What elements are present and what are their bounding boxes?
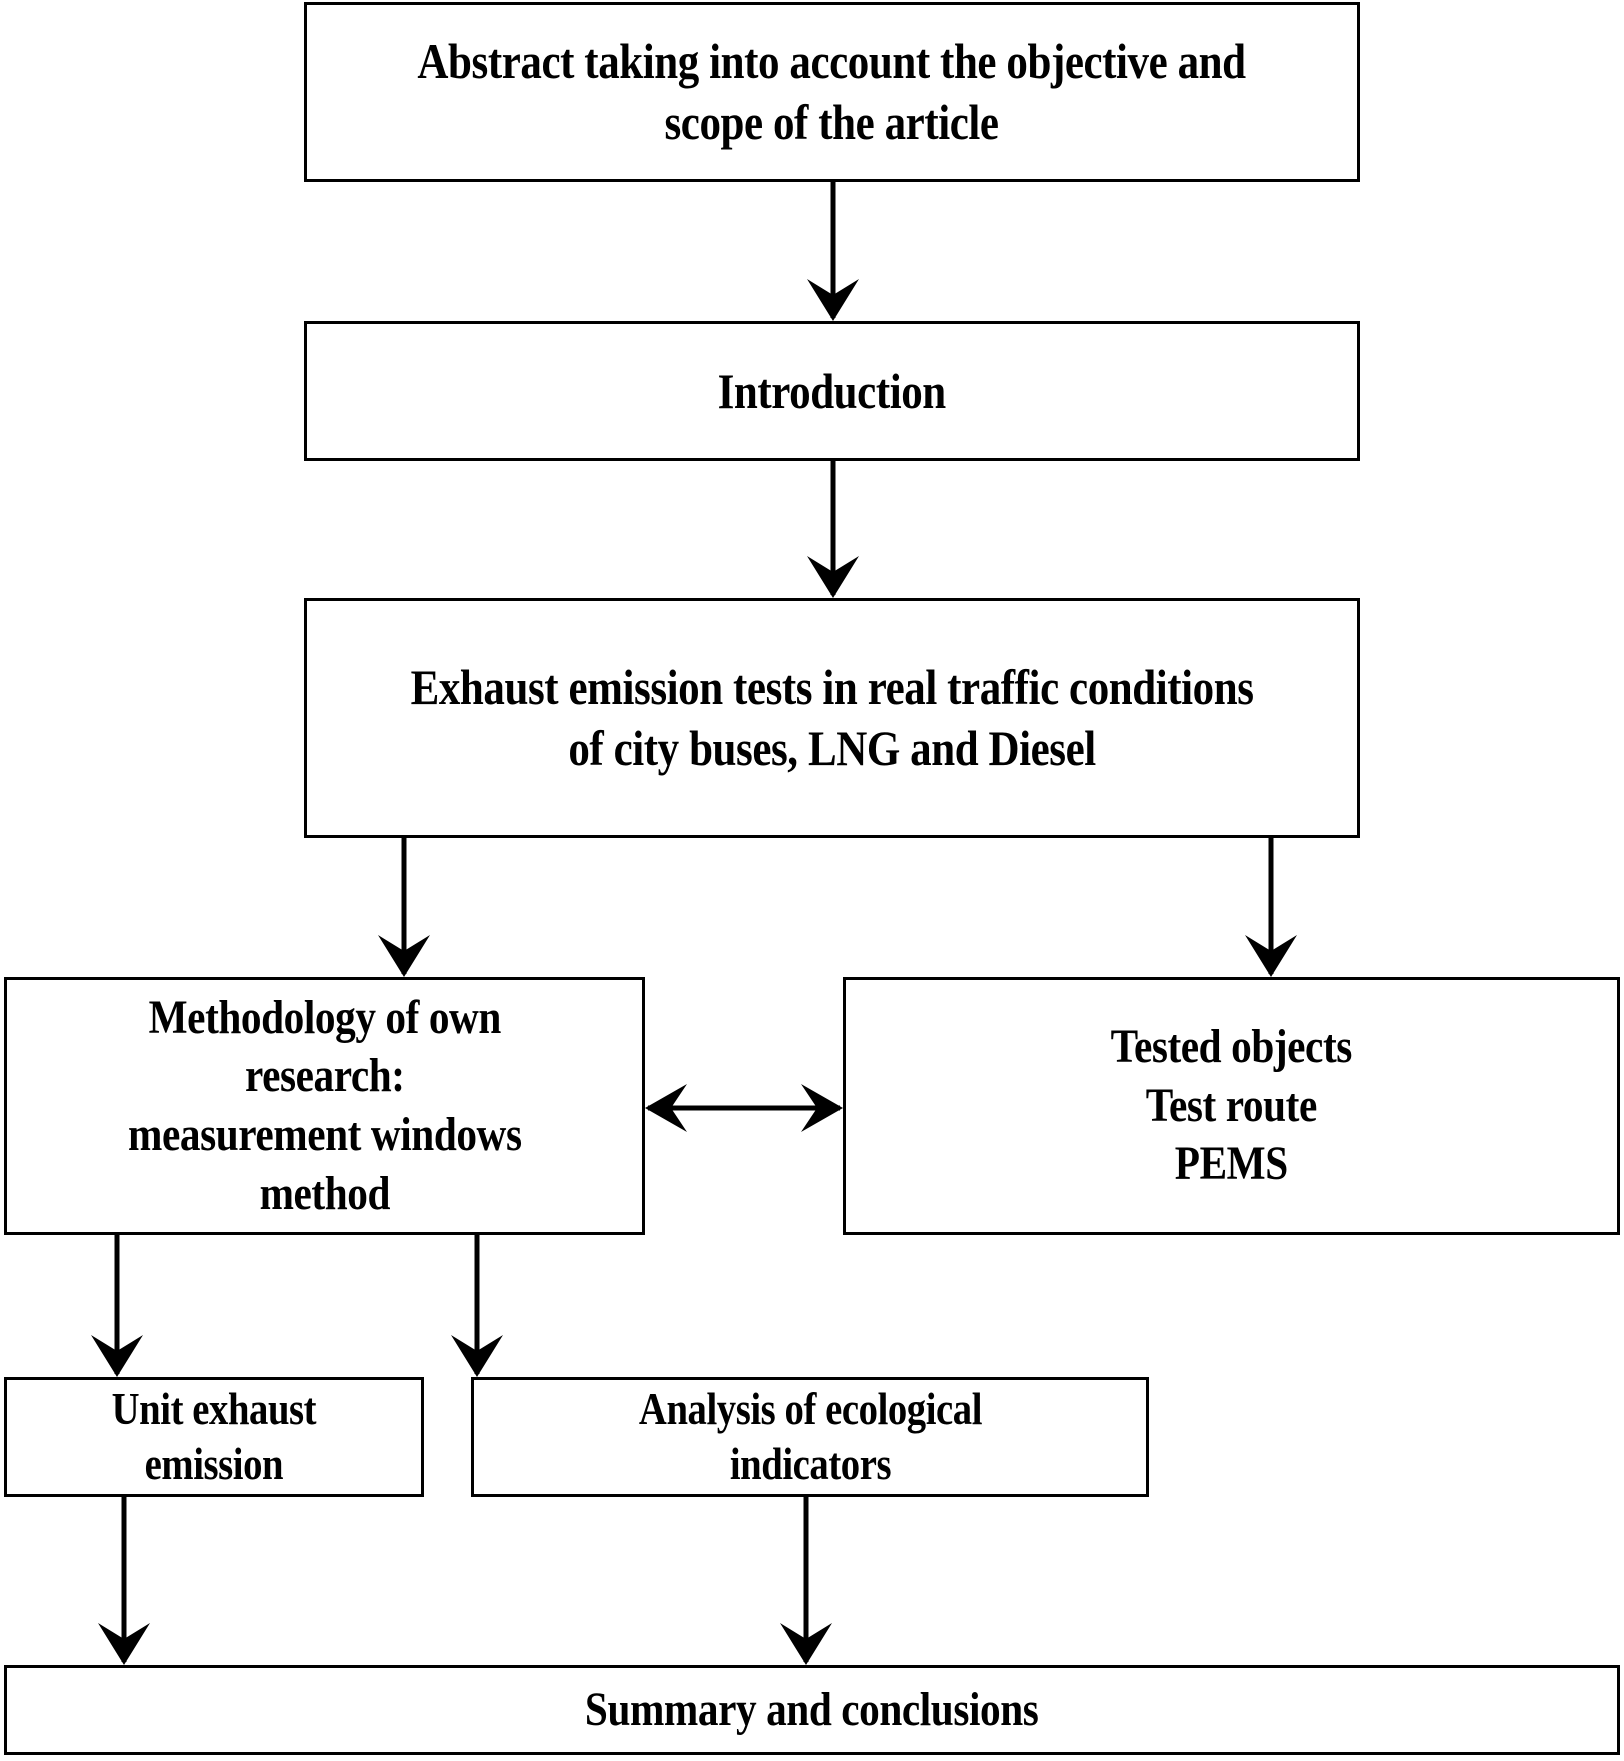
node-summary-and-conclusions-label: Summary and conclusions <box>585 1682 1039 1736</box>
node-unit-exhaust-emission[interactable]: Unit exhaust emission <box>4 1377 424 1497</box>
node-introduction-label: Introduction <box>717 362 947 419</box>
edge-exhaust-tests-to-tested-objects <box>1245 838 1297 977</box>
edge-abstract-to-introduction <box>807 182 859 321</box>
edge-methodology-to-tested-objects <box>645 1084 843 1132</box>
node-exhaust-emission-tests[interactable]: Exhaust emission tests in real traffic c… <box>304 598 1360 838</box>
node-tested-objects[interactable]: Tested objects Test route PEMS <box>843 977 1620 1235</box>
edge-unit-emission-to-summary <box>98 1497 150 1665</box>
node-abstract[interactable]: Abstract taking into account the objecti… <box>304 2 1360 182</box>
node-methodology[interactable]: Methodology of own research: measurement… <box>4 977 645 1235</box>
node-exhaust-emission-tests-label: Exhaust emission tests in real traffic c… <box>410 659 1254 776</box>
node-summary-and-conclusions[interactable]: Summary and conclusions <box>4 1665 1620 1755</box>
node-unit-exhaust-emission-label: Unit exhaust emission <box>111 1384 317 1489</box>
edge-exhaust-tests-to-methodology <box>378 838 430 977</box>
node-analysis-of-ecological-indicators-label: Analysis of ecological indicators <box>638 1384 982 1489</box>
node-tested-objects-label: Tested objects Test route PEMS <box>1110 1020 1353 1191</box>
node-analysis-of-ecological-indicators[interactable]: Analysis of ecological indicators <box>471 1377 1149 1497</box>
node-introduction[interactable]: Introduction <box>304 321 1360 461</box>
edge-methodology-to-analysis <box>451 1235 503 1377</box>
node-abstract-label: Abstract taking into account the objecti… <box>417 33 1247 150</box>
edge-methodology-to-unit-emission <box>91 1235 143 1377</box>
edge-analysis-to-summary <box>780 1497 832 1665</box>
node-methodology-label: Methodology of own research: measurement… <box>127 990 522 1220</box>
edge-introduction-to-exhaust-tests <box>807 461 859 598</box>
